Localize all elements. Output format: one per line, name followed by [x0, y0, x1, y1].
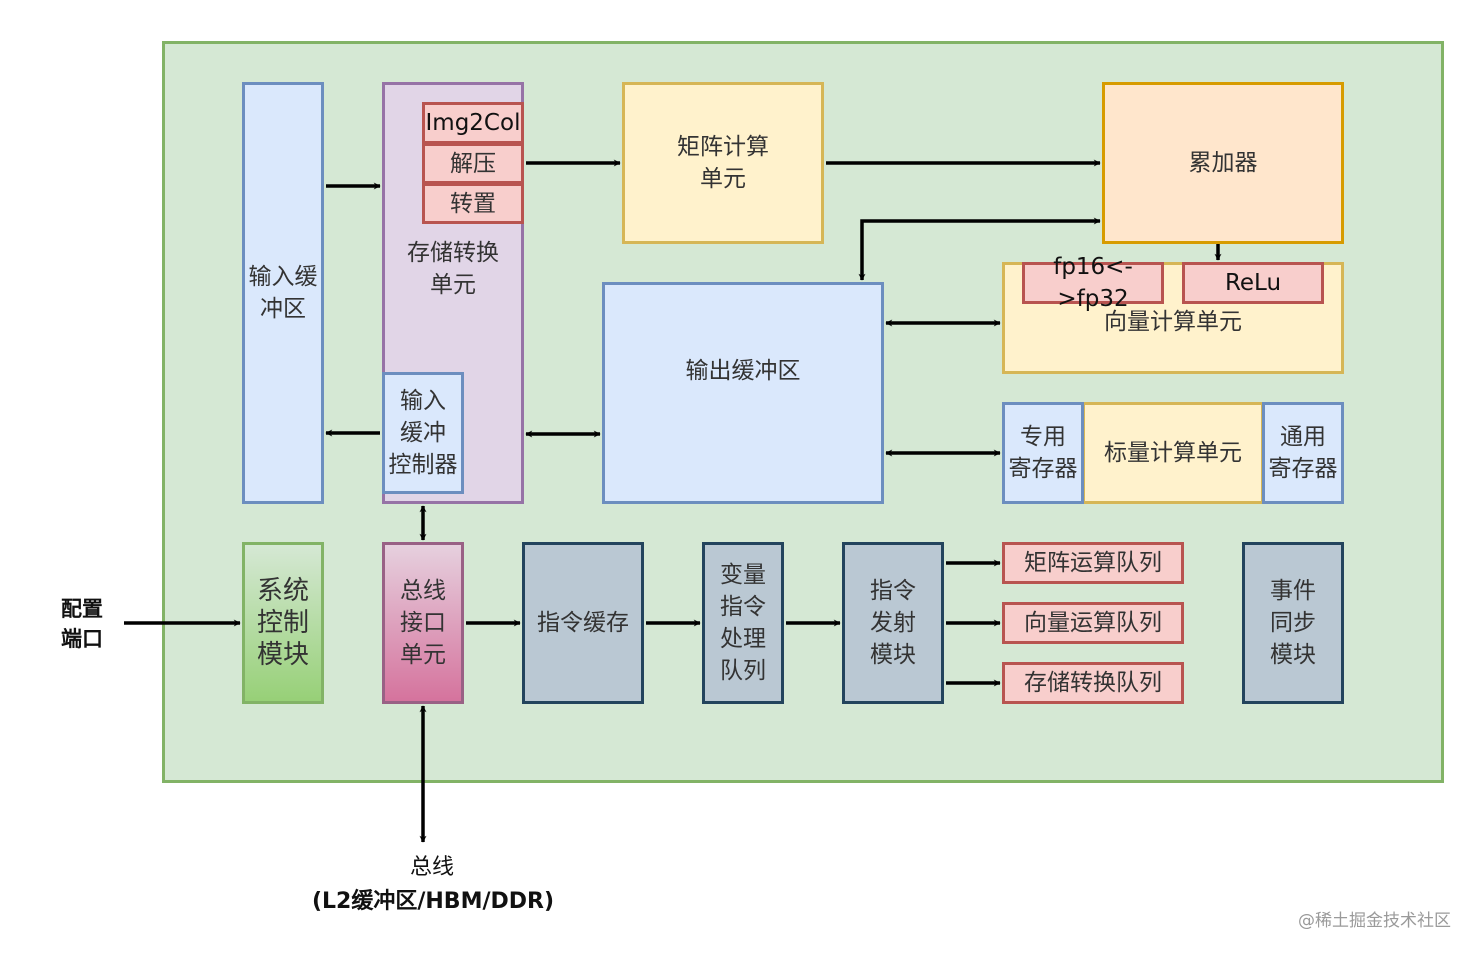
instruction-cache-label: 指令缓存: [537, 610, 629, 636]
transpose-label: 转置: [450, 190, 496, 217]
matrix-queue-block: 矩阵运算队列: [1002, 542, 1184, 584]
vector-queue-block: 向量运算队列: [1002, 602, 1184, 644]
matrix-compute-label: 矩阵计算 单元: [677, 134, 769, 192]
instruction-cache-block: 指令缓存: [522, 542, 644, 704]
relu-label: ReLu: [1224, 270, 1282, 296]
instruction-dispatch-label: 指令 发射 模块: [870, 578, 916, 668]
accumulator-block: 累加器: [1102, 82, 1344, 244]
matrix-compute-block: 矩阵计算 单元: [622, 82, 824, 244]
input-buffer-controller-label: 输入 缓冲 控制器: [388, 388, 458, 478]
scalar-instruction-queue-label: 变量 指令 处理 队列: [720, 562, 766, 684]
storage-queue-label: 存储转换队列: [1024, 670, 1162, 696]
system-control-block: 系统 控制 模块: [242, 542, 324, 704]
transpose-block: 转置: [422, 183, 524, 224]
dedicated-registers-label: 专用 寄存器: [1008, 424, 1078, 482]
output-buffer-block: 输出缓冲区: [602, 282, 884, 504]
input-buffer-block: 输入缓 冲区: [242, 82, 324, 504]
scalar-compute-block: 标量计算单元: [1082, 402, 1264, 504]
event-sync-label: 事件 同步 模块: [1270, 578, 1316, 668]
scalar-instruction-queue-block: 变量 指令 处理 队列: [702, 542, 784, 704]
config-port-label: 配置 端口: [61, 597, 103, 651]
dedicated-registers-block: 专用 寄存器: [1002, 402, 1084, 504]
general-registers-block: 通用 寄存器: [1262, 402, 1344, 504]
matrix-queue-label: 矩阵运算队列: [1024, 550, 1162, 576]
accumulator-label: 累加器: [1188, 150, 1258, 176]
vector-compute-label: 向量计算单元: [1104, 309, 1242, 335]
arrow-accumulator-output-buffer: [858, 217, 1101, 281]
watermark: @稀土掘金技术社区: [1298, 911, 1451, 931]
bus-interface-block: 总线 接口 单元: [382, 542, 464, 704]
general-registers-label: 通用 寄存器: [1268, 424, 1338, 482]
img2col-label: Img2Col: [425, 110, 521, 136]
bus-label: 总线: [409, 855, 454, 880]
decompress-label: 解压: [450, 150, 496, 177]
input-buffer-controller-block: 输入 缓冲 控制器: [382, 372, 464, 494]
img2col-block: Img2Col: [422, 102, 524, 144]
instruction-dispatch-block: 指令 发射 模块: [842, 542, 944, 704]
storage-conversion-label: 存储转换 单元: [407, 240, 499, 298]
event-sync-block: 事件 同步 模块: [1242, 542, 1344, 704]
system-control-label: 系统 控制 模块: [256, 576, 309, 670]
relu-block: ReLu: [1182, 262, 1324, 304]
bus-targets-label: (L2缓冲区/HBM/DDR): [311, 889, 555, 914]
output-buffer-label: 输出缓冲区: [685, 358, 801, 384]
bus-interface-label: 总线 接口 单元: [400, 578, 446, 668]
decompress-block: 解压: [422, 143, 524, 184]
vector-queue-label: 向量运算队列: [1024, 610, 1162, 636]
scalar-compute-label: 标量计算单元: [1104, 440, 1242, 466]
storage-queue-block: 存储转换队列: [1002, 662, 1184, 704]
input-buffer-label: 输入缓 冲区: [248, 264, 318, 322]
